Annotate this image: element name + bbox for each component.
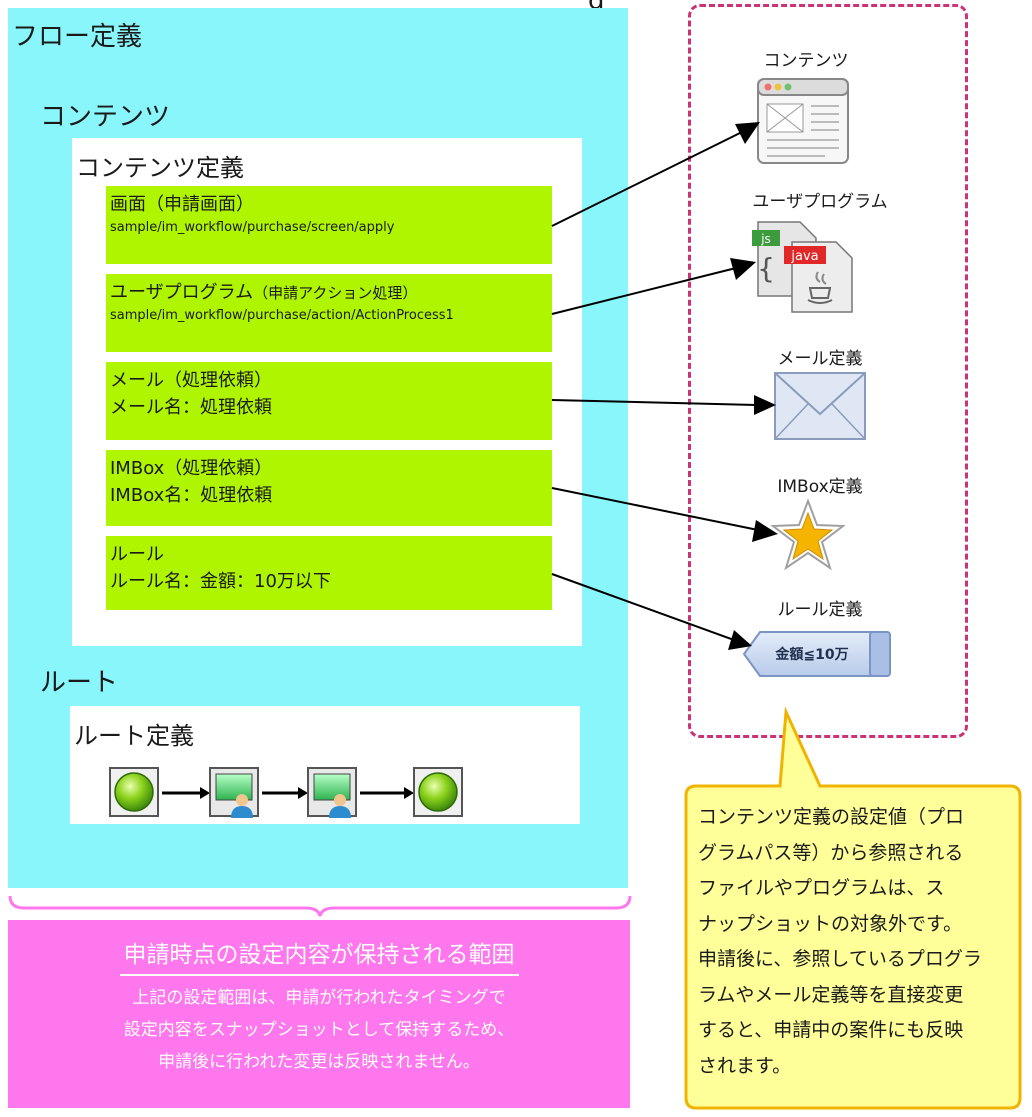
contents-label: コンテンツ	[763, 51, 849, 71]
flow-definition-title: フロー定義	[12, 22, 143, 52]
contents-item-screen[interactable]: 画面（申請画面） sample/im_workflow/purchase/scr…	[106, 186, 552, 264]
item-title: ルール	[110, 544, 164, 565]
item-title-row: ユーザプログラム（申請アクション処理）	[110, 280, 552, 306]
scope-brace	[8, 895, 632, 917]
program-files-icon: js { java	[752, 221, 853, 313]
item-title: 画面（申請画面）	[110, 194, 254, 215]
js-badge-text: js	[760, 232, 771, 246]
user-task-icon	[307, 767, 357, 818]
item-title: ユーザプログラム	[110, 282, 254, 303]
callout-text: コンテンツ定義の設定値（プロ グラムパス等）から参照される ファイルやプログラム…	[698, 800, 1024, 1084]
callout-line: すると、申請中の案件にも反映	[698, 1019, 964, 1041]
scope-text-line: 設定内容をスナップショットとして保持するため、	[123, 1020, 515, 1040]
java-file-icon: java	[784, 241, 853, 313]
referenced-resources-area	[688, 4, 968, 738]
route-definition-title: ルート定義	[74, 722, 194, 750]
scope-text-line: 申請後に行われた変更は反映されません。	[158, 1052, 480, 1072]
scope-title: 申請時点の設定内容が保持される範囲	[119, 938, 519, 976]
snapshot-scope-box: 申請時点の設定内容が保持される範囲 上記の設定範囲は、申請が行われたタイミングで…	[8, 920, 630, 1108]
item-path: sample/im_workflow/purchase/screen/apply	[110, 220, 395, 235]
mail-envelope-icon	[774, 372, 866, 440]
callout-line: ラムやメール定義等を直接変更	[698, 983, 964, 1006]
callout-line: コンテンツ定義の設定値（プロ	[698, 806, 965, 828]
callout-line: ナップショットの対象外です。	[698, 912, 963, 935]
contents-section-title: コンテンツ	[40, 102, 171, 132]
java-badge-text: java	[790, 249, 818, 264]
scope-text-line: 上記の設定範囲は、申請が行われたタイミングで	[132, 988, 506, 1008]
callout-line: されます。	[698, 1054, 792, 1077]
item-title-note: （申請アクション処理）	[253, 284, 418, 302]
item-subtitle: メール名：処理依頼	[110, 397, 272, 418]
contents-item-imbox[interactable]: IMBox（処理依頼） IMBox名：処理依頼	[106, 450, 552, 526]
item-path: sample/im_workflow/purchase/action/Actio…	[110, 308, 454, 323]
browser-window-icon	[757, 78, 849, 164]
item-title: メール（処理依頼）	[110, 370, 272, 391]
star-icon	[770, 498, 846, 571]
rule-definition-label: ルール定義	[777, 600, 863, 620]
item-subtitle: IMBox名：処理依頼	[110, 485, 273, 506]
contents-item-user-program[interactable]: ユーザプログラム（申請アクション処理） sample/im_workflow/p…	[106, 274, 552, 352]
callout-bubble	[684, 706, 1022, 1110]
user-task-icon	[209, 767, 259, 818]
item-title: IMBox（処理依頼）	[110, 458, 273, 479]
contents-definition-title: コンテンツ定義	[76, 154, 244, 182]
contents-item-rule[interactable]: ルール ルール名：金額：10万以下	[106, 536, 552, 610]
user-program-label: ユーザプログラム	[752, 192, 888, 212]
rule-tag-text: 金額≦10万	[774, 646, 848, 663]
rule-tag-icon: 金額≦10万	[742, 631, 891, 677]
mail-definition-label: メール定義	[777, 349, 863, 369]
start-node-icon	[109, 767, 159, 817]
contents-item-mail[interactable]: メール（処理依頼） メール名：処理依頼	[106, 362, 552, 440]
svg-text:{: {	[757, 252, 775, 285]
callout-line: 申請後に、参照しているプログラ	[698, 948, 982, 970]
callout-line: グラムパス等）から参照される	[698, 841, 964, 864]
item-subtitle: ルール名：金額：10万以下	[110, 571, 331, 592]
route-diagram	[109, 767, 463, 818]
route-section-title: ルート	[40, 668, 119, 698]
end-node-icon	[413, 767, 463, 817]
imbox-definition-label: IMBox定義	[777, 477, 863, 497]
callout-line: ファイルやプログラムは、ス	[698, 877, 945, 899]
